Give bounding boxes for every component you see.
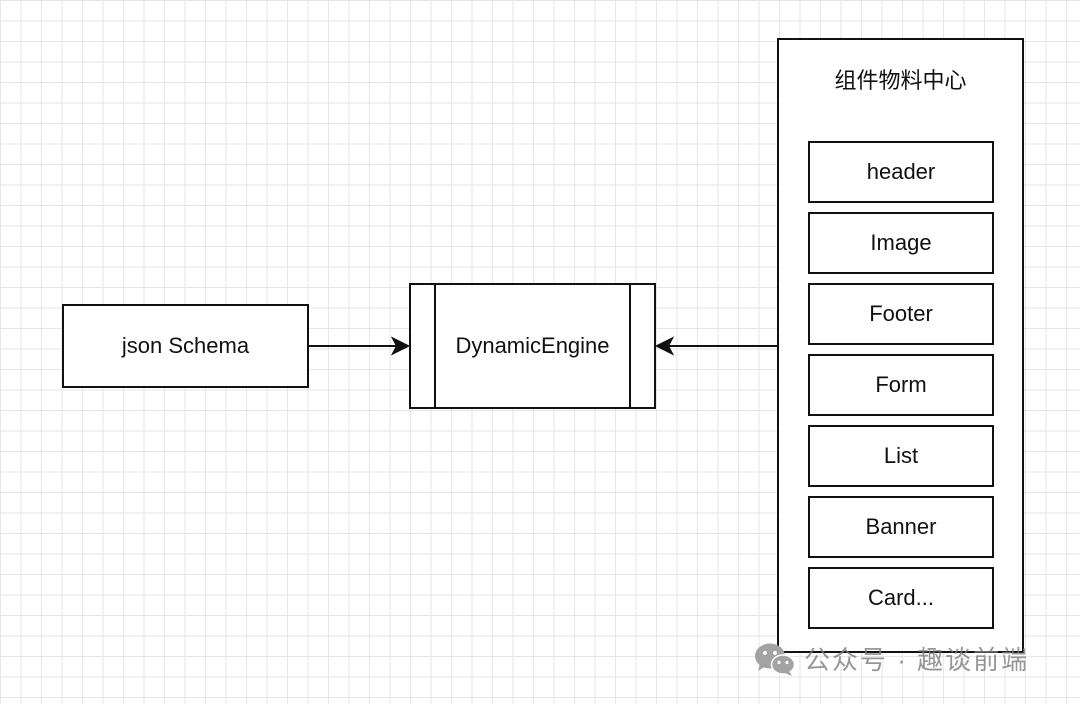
json-schema-label: json Schema <box>121 333 250 358</box>
component-item-label: Footer <box>869 301 933 326</box>
wechat-icon <box>755 643 796 676</box>
component-item-label: Banner <box>865 514 937 539</box>
component-item-banner: Banner <box>808 496 994 558</box>
component-item-label: Card... <box>867 585 935 610</box>
component-item-label: header <box>866 159 936 184</box>
process-bar-left <box>434 285 436 407</box>
dynamic-engine-label: DynamicEngine <box>455 333 610 358</box>
component-item-label: List <box>883 443 919 468</box>
watermark: 公众号 · 趣谈前端 <box>754 640 1054 680</box>
component-center-container: 组件物料中心 header Image Footer Form List Ban… <box>777 38 1024 653</box>
json-schema-node: json Schema <box>62 304 309 388</box>
component-item-label: Image <box>870 230 932 255</box>
component-item-list: List <box>808 425 994 487</box>
component-item-form: Form <box>808 354 994 416</box>
component-item-image: Image <box>808 212 994 274</box>
arrow-schema-to-engine-head <box>390 336 411 356</box>
arrow-center-to-engine-head <box>654 336 675 356</box>
dynamic-engine-node: DynamicEngine <box>409 283 656 409</box>
component-item-footer: Footer <box>808 283 994 345</box>
process-bar-right <box>629 285 631 407</box>
component-center-title: 组件物料中心 <box>834 68 967 93</box>
component-item-header: header <box>808 141 994 203</box>
watermark-text: 公众号 · 趣谈前端 <box>804 645 1030 675</box>
component-list: header Image Footer Form List Banner Car… <box>808 141 994 629</box>
component-item-card: Card... <box>808 567 994 629</box>
component-item-label: Form <box>875 372 927 397</box>
